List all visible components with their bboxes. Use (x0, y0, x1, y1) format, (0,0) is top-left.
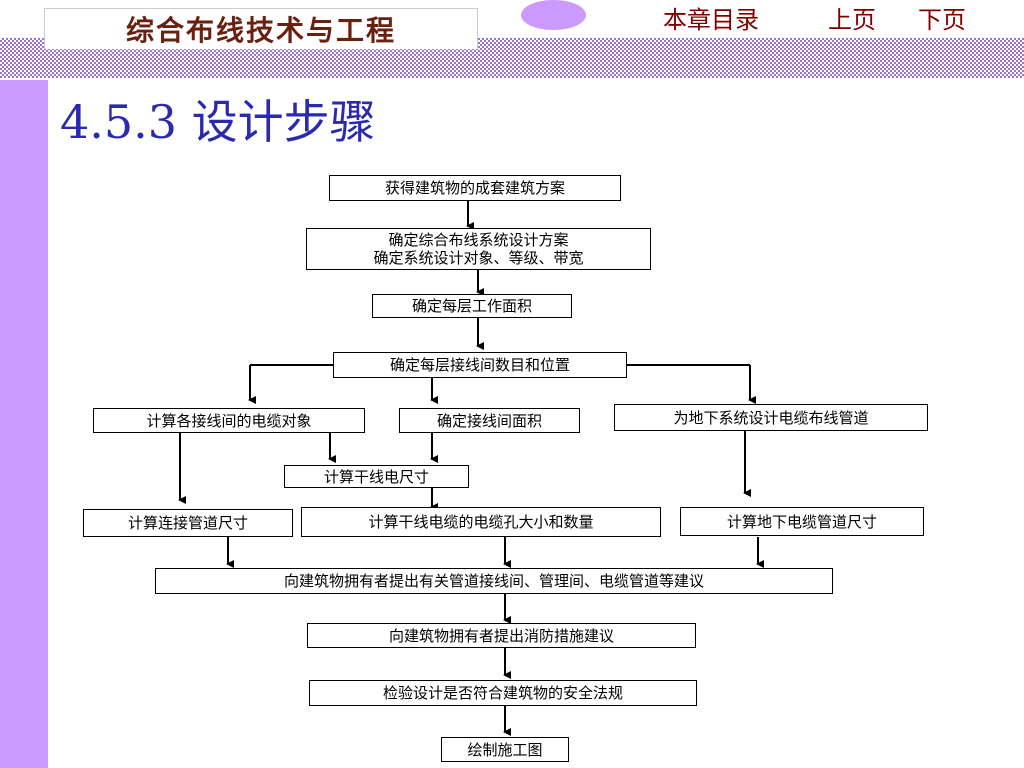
flow-step-recommendations: 向建筑物拥有者提出有关管道接线间、管理间、电缆管道等建议 (155, 568, 833, 594)
flow-step-closets-count: 确定每层接线间数目和位置 (333, 352, 627, 378)
nav-next-link[interactable]: 下页 (918, 6, 966, 34)
flow-step-system-design: 确定综合布线系统设计方案 确定系统设计对象、等级、带宽 (306, 228, 651, 270)
course-title-box: 综合布线技术与工程 (44, 8, 478, 49)
flow-step-text: 检验设计是否符合建筑物的安全法规 (382, 684, 623, 702)
course-title: 综合布线技术与工程 (125, 14, 396, 47)
flow-step-text: 向建筑物拥有者提出有关管道接线间、管理间、电缆管道等建议 (283, 572, 704, 590)
flow-step-text-line2: 确定系统设计对象、等级、带宽 (373, 249, 584, 267)
flow-step-text: 计算各接线间的电缆对象 (146, 411, 312, 430)
flow-step-text: 绘制施工图 (467, 740, 543, 759)
flow-step-text: 计算干线电尺寸 (323, 467, 429, 486)
flow-step-text-line1: 确定综合布线系统设计方案 (388, 231, 569, 249)
flow-step-backbone-holes: 计算干线电缆的电缆孔大小和数量 (301, 507, 661, 537)
flow-step-drawings: 绘制施工图 (441, 737, 569, 762)
nav-toc-link[interactable]: 本章目录 (663, 6, 759, 34)
flow-step-safety-check: 检验设计是否符合建筑物的安全法规 (309, 680, 697, 706)
flow-step-text: 向建筑物拥有者提出消防措施建议 (388, 626, 614, 645)
left-accent-bar (0, 80, 48, 768)
flow-step-connecting-duct-size: 计算连接管道尺寸 (83, 509, 293, 537)
flow-step-text: 确定接线间面积 (436, 411, 542, 430)
flow-step-text: 计算干线电缆的电缆孔大小和数量 (368, 513, 594, 531)
flow-step-floor-area: 确定每层工作面积 (372, 294, 572, 318)
flow-step-text: 为地下系统设计电缆布线管道 (673, 408, 869, 427)
nav-prev-link[interactable]: 上页 (828, 6, 876, 34)
flow-step-underground-duct: 为地下系统设计电缆布线管道 (614, 404, 928, 431)
page-heading: 4.5.3 设计步骤 (60, 95, 376, 149)
flow-step-text: 确定每层接线间数目和位置 (389, 356, 570, 374)
flow-step-text: 计算地下电缆管道尺寸 (726, 512, 877, 531)
flow-step-fire-safety: 向建筑物拥有者提出消防措施建议 (307, 623, 696, 648)
decorative-oval (521, 0, 586, 30)
flow-step-text: 计算连接管道尺寸 (127, 514, 248, 532)
flow-step-text: 获得建筑物的成套建筑方案 (384, 179, 565, 197)
flow-step-underground-size: 计算地下电缆管道尺寸 (680, 507, 924, 536)
flow-step-backbone-size: 计算干线电尺寸 (284, 465, 469, 488)
flow-step-cable-pairs: 计算各接线间的电缆对象 (93, 408, 365, 433)
flow-step-closet-area: 确定接线间面积 (399, 408, 580, 433)
flow-step-text: 确定每层工作面积 (411, 297, 532, 315)
flow-step-get-building-plan: 获得建筑物的成套建筑方案 (329, 175, 621, 201)
